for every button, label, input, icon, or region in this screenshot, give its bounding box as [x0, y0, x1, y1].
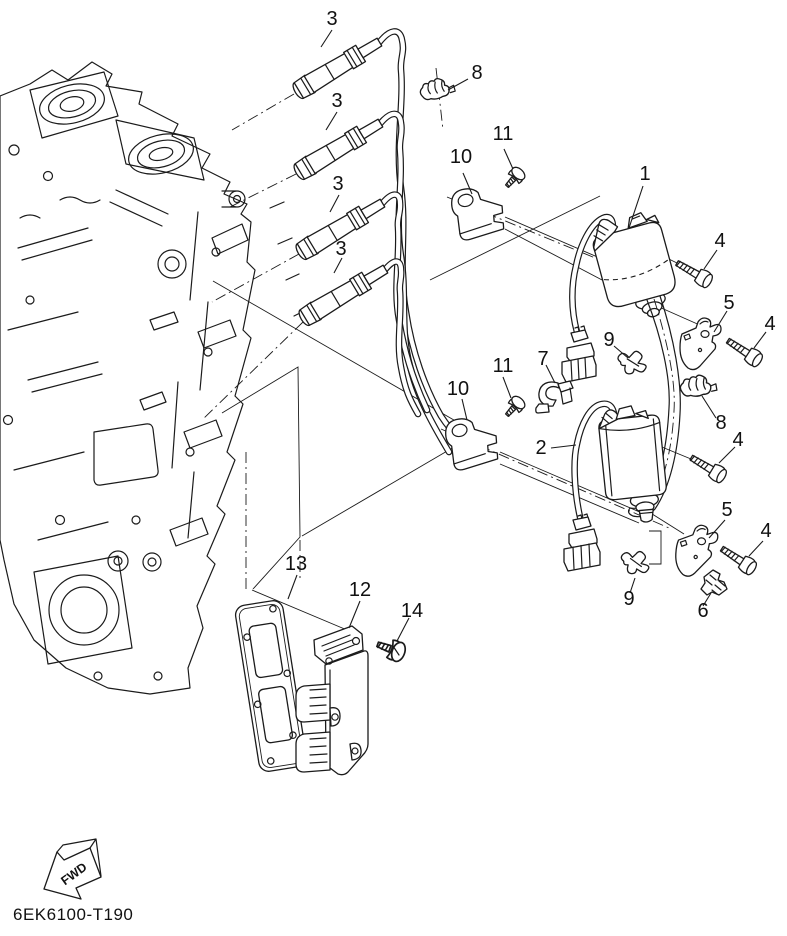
callout-label-9-20: 9 — [623, 588, 634, 610]
engine-block — [0, 61, 305, 695]
bolt-4-bracket5-upper — [722, 333, 766, 370]
callout-label-3-0: 3 — [326, 8, 337, 30]
callout-label-3-1: 3 — [331, 90, 342, 112]
screw-11-lower — [500, 393, 528, 421]
wire-clamp-7 — [535, 380, 574, 414]
connector-1 — [561, 325, 597, 383]
callout-label-8-4: 8 — [471, 62, 482, 84]
callout-label-6-21: 6 — [697, 600, 708, 622]
projection-lines — [201, 67, 712, 631]
connector-2 — [563, 513, 601, 572]
callout-label-3-3: 3 — [335, 238, 346, 260]
spark-plug-cap-2 — [290, 113, 387, 183]
callout-label-9-11: 9 — [603, 329, 614, 351]
callout-label-5-9: 5 — [723, 292, 734, 314]
callout-label-8-16: 8 — [715, 412, 726, 434]
wire-holder-9-upper — [616, 349, 648, 377]
callout-label-4-19: 4 — [760, 520, 771, 542]
callout-label-10-14: 10 — [447, 378, 469, 400]
bolt-4-coil1 — [672, 255, 716, 291]
diagram-code: 6EK6100-T190 — [13, 905, 133, 924]
callout-label-13-22: 13 — [285, 553, 307, 575]
ecu-unit-12 — [295, 625, 369, 776]
callout-label-12-23: 12 — [349, 579, 371, 601]
callout-label-4-17: 4 — [732, 429, 743, 451]
callout-label-2-15: 2 — [535, 437, 546, 459]
callout-label-11-13: 11 — [493, 355, 514, 377]
bracket-10-lower — [444, 415, 499, 472]
screw-14 — [373, 634, 409, 665]
fwd-arrow: FWD — [43, 838, 102, 900]
bracket-10-upper — [450, 185, 505, 242]
callout-label-5-18: 5 — [721, 499, 732, 521]
ignition-coil-1 — [592, 212, 676, 318]
callout-label-4-8: 4 — [714, 230, 725, 252]
callout-leaders — [287, 29, 767, 642]
gasket-13 — [234, 600, 308, 772]
bracket-5-upper — [679, 317, 722, 371]
callout-label-3-2: 3 — [332, 173, 343, 195]
wire-clamp-8-lower — [679, 374, 718, 397]
callout-label-1-7: 1 — [639, 163, 650, 185]
clamp-6 — [700, 569, 728, 596]
bolt-4-bracket5-lower — [716, 541, 760, 578]
callout-label-10-6: 10 — [450, 146, 472, 168]
spark-plug-cap-4 — [295, 259, 392, 329]
callout-label-11-5: 11 — [493, 123, 514, 145]
ignition-coil-2 — [598, 405, 667, 523]
callout-label-14-24: 14 — [401, 600, 423, 622]
callout-label-4-10: 4 — [764, 313, 775, 335]
callout-label-7-12: 7 — [537, 348, 548, 370]
screw-11-upper — [500, 164, 528, 192]
wire-holder-9-lower — [620, 549, 650, 576]
bolt-4-coil2 — [686, 450, 730, 486]
